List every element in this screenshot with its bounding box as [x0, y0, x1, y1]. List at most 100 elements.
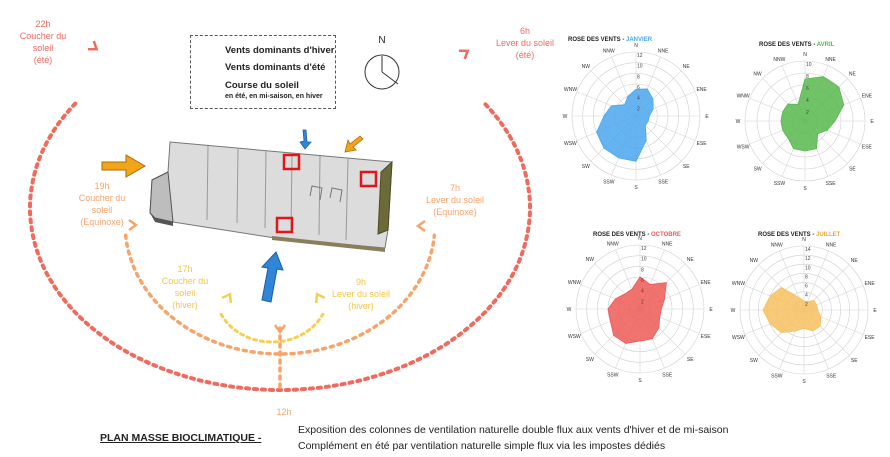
rose-direction-label: E: [709, 307, 713, 313]
vent-marker: [275, 216, 294, 234]
rose-direction-label: NNE: [662, 241, 673, 247]
wind-arrows: [101, 129, 364, 303]
rose-direction-label: SSE: [826, 374, 837, 380]
sun-time: 19h: [94, 181, 110, 191]
sun-label-9h: 9h Lever du soleil (hiver): [328, 276, 394, 312]
sun-label-7h: 7h Lever du soleil (Equinoxe): [422, 182, 488, 218]
rose-direction-label: SW: [582, 164, 590, 170]
rose-direction-label: W: [563, 114, 568, 120]
sun-season: (été): [33, 55, 53, 65]
winter-wind-arrow-small: [299, 129, 312, 150]
caption-line-2: Complément en été par ventilation nature…: [298, 440, 666, 452]
rose-area: [780, 76, 845, 152]
sun-label-17h: 17h Coucher du soleil (hiver): [151, 263, 219, 311]
compass-north-label: N: [378, 35, 386, 46]
rose-direction-label: SSW: [607, 373, 619, 379]
summer-wind-arrow-small: [344, 135, 364, 153]
rose-tick-label: 12: [637, 53, 643, 59]
rose-tick-label: 10: [637, 64, 643, 70]
rose-tick-label: 2: [641, 299, 644, 305]
rose-title-month: AVRIL: [816, 42, 835, 48]
rose-direction-label: NNW: [603, 48, 615, 54]
building: [149, 141, 393, 252]
rose-direction-label: N: [634, 43, 638, 49]
rose-area: [607, 276, 667, 344]
vent-markers: [275, 153, 378, 234]
rose-direction-label: WSW: [564, 141, 577, 147]
rose-direction-label: NW: [582, 64, 591, 70]
sun-event: Lever du soleil: [331, 289, 391, 299]
wind-rose-janvier: 12108642NNNENEENEEESESESSESSSWSWWSWWWNWN…: [563, 43, 710, 191]
sun-label-22h: 22h Coucher du soleil (été): [10, 18, 76, 66]
rose-tick-label: 2: [806, 110, 809, 116]
wind-rose-juillet: 1412108642NNNENEENEEESESESSESSSWSWWSWWWN…: [731, 237, 878, 385]
sun-path-arrowhead: [273, 324, 287, 335]
rose-tick-label: 4: [805, 293, 808, 299]
sun-event: Lever du soleil: [495, 38, 555, 48]
rose-tick-label: 2: [637, 106, 640, 112]
vent-marker: [282, 153, 301, 171]
rose-direction-label: NNW: [607, 241, 619, 247]
rose-direction-label: NNW: [771, 242, 783, 248]
rose-direction-label: N: [803, 52, 807, 58]
sun-label-19h: 19h Coucher du soleil (Equinoxe): [68, 180, 136, 228]
sun-season: (Equinoxe): [80, 217, 124, 227]
sun-season: (Equinoxe): [433, 207, 477, 217]
sun-path-arrowhead: [88, 40, 99, 51]
rose-direction-label: ENE: [696, 87, 707, 93]
rose-direction-label: SE: [849, 166, 856, 172]
rose-tick-label: 6: [637, 85, 640, 91]
rose-title-avril: ROSE DES VENTS - AVRIL: [759, 42, 834, 48]
rose-tick-label: 6: [806, 86, 809, 92]
rose-direction-label: SE: [851, 358, 858, 364]
rose-tick-label: 4: [637, 96, 640, 102]
sun-season: (hiver): [172, 300, 198, 310]
rose-direction-label: W: [736, 119, 741, 125]
rose-direction-label: E: [870, 119, 874, 125]
rose-spoke: [803, 250, 829, 311]
rose-direction-label: NW: [586, 257, 595, 263]
sun-time: 22h: [35, 19, 51, 29]
sun-event: Lever du soleil: [425, 195, 485, 205]
rose-tick-label: 14: [805, 247, 811, 253]
rose-direction-label: NNE: [658, 48, 669, 54]
rose-direction-label: NE: [687, 257, 695, 263]
rose-title-month: OCTOBRE: [651, 232, 681, 238]
sun-path-arrowhead: [128, 218, 139, 232]
rose-tick-label: 6: [641, 278, 644, 284]
rose-tick-label: 10: [805, 265, 811, 271]
rose-direction-label: ESE: [862, 145, 873, 151]
rose-tick-label: 8: [641, 267, 644, 273]
rose-direction-label: W: [567, 307, 572, 313]
caption-title: PLAN MASSE BIOCLIMATIQUE -: [100, 432, 262, 444]
rose-direction-label: ESE: [697, 141, 708, 147]
rose-direction-label: SW: [586, 357, 594, 363]
rose-direction-label: N: [802, 237, 806, 243]
sun-season: (été): [515, 50, 535, 60]
legend-sun-path: Course du soleil: [225, 80, 299, 91]
rose-direction-label: E: [873, 308, 877, 314]
sun-time: 6h: [519, 26, 530, 36]
rose-direction-label: SE: [687, 357, 694, 363]
rose-direction-label: E: [705, 114, 709, 120]
rose-title-prefix: ROSE DES VENTS -: [568, 37, 627, 43]
rose-tick-label: 8: [637, 74, 640, 80]
rose-direction-label: WSW: [732, 335, 745, 341]
rose-title-octobre: ROSE DES VENTS - OCTOBRE: [593, 232, 681, 238]
rose-direction-label: WNW: [564, 87, 577, 93]
rose-area: [596, 88, 654, 162]
rose-title-prefix: ROSE DES VENTS -: [759, 42, 817, 48]
sun-time: 12h: [276, 407, 292, 417]
rose-tick-label: 10: [641, 257, 647, 263]
rose-direction-label: NNE: [826, 242, 837, 248]
rose-direction-label: SSW: [774, 181, 786, 187]
rose-direction-label: ENE: [864, 281, 875, 287]
rose-direction-label: WNW: [737, 93, 750, 99]
wind-rose-avril: 108642NNNENEENEEESESESSESSSWSWWSWWWNWNWN…: [736, 52, 875, 192]
sun-label-12h: 12h: [266, 406, 302, 418]
rose-title-juillet: ROSE DES VENTS - JUILLET: [758, 232, 840, 238]
sun-path-arrowhead: [415, 219, 426, 233]
wind-roses: 12108642NNNENEENEEESESESSESSSWSWWSWWWNWN…: [563, 43, 878, 385]
sun-event: Coucher du soleil: [19, 31, 67, 53]
